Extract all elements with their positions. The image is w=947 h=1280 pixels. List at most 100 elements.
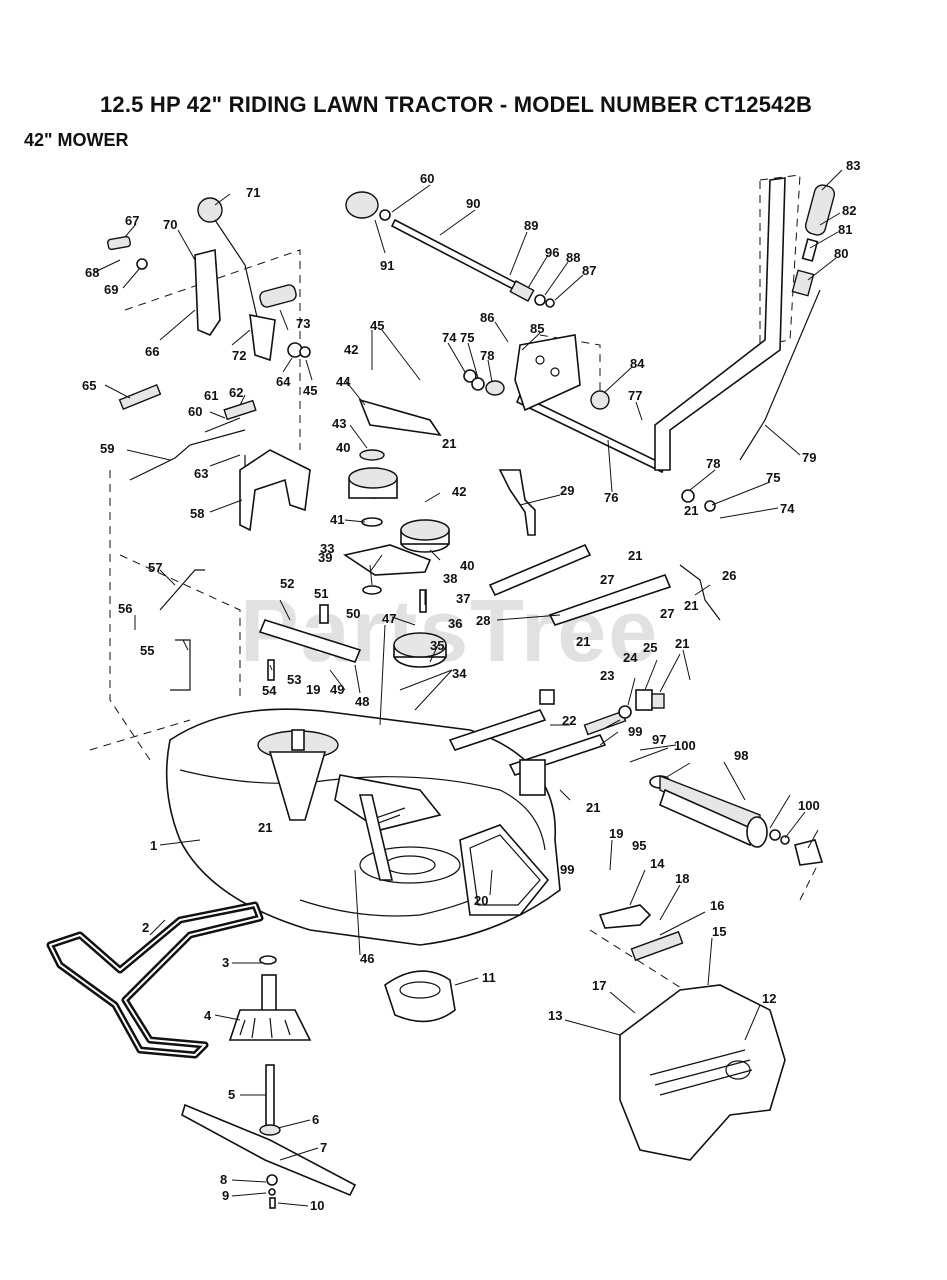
- callout-27a: 27: [600, 572, 614, 587]
- diagram-title: 12.5 HP 42" RIDING LAWN TRACTOR - MODEL …: [100, 92, 813, 117]
- callout-21a: 21: [258, 820, 272, 835]
- lift-arm: [498, 469, 536, 536]
- callout-24: 24: [623, 650, 638, 665]
- callout-56: 56: [118, 601, 132, 616]
- callout-19: 19: [609, 826, 623, 841]
- callout-4: 4: [204, 1008, 212, 1023]
- callout-21g: 21: [684, 503, 698, 518]
- callout-45a: 45: [370, 318, 384, 333]
- callout-68: 68: [85, 265, 99, 280]
- callout-75a: 75: [460, 330, 474, 345]
- callout-71: 71: [246, 185, 260, 200]
- callout-89: 89: [524, 218, 538, 233]
- callout-91: 91: [380, 258, 394, 273]
- callout-8: 8: [220, 1172, 227, 1187]
- spindle-blade-assembly: [181, 955, 357, 1209]
- lift-handle: [654, 177, 836, 471]
- callout-84: 84: [630, 356, 645, 371]
- callout-38: 38: [443, 571, 457, 586]
- belt-guard: [239, 449, 311, 532]
- callout-79: 79: [802, 450, 816, 465]
- callout-27b: 27: [660, 606, 674, 621]
- callout-98a: 100: [674, 738, 696, 753]
- callout-97a: 99: [628, 724, 642, 739]
- callout-5: 5: [228, 1087, 235, 1102]
- callout-6: 6: [312, 1112, 319, 1127]
- height-adjust-rod: [345, 191, 555, 308]
- callout-78b: 78: [706, 456, 720, 471]
- callout-11: 11: [482, 970, 496, 985]
- callout-40a: 40: [336, 440, 350, 455]
- callout-36: 36: [448, 616, 462, 631]
- callout-74a: 74: [442, 330, 457, 345]
- callout-1: 1: [150, 838, 157, 853]
- callout-53: 53: [287, 672, 301, 687]
- callout-42b: 42: [452, 484, 466, 499]
- callout-22: 22: [562, 713, 576, 728]
- drive-rod: [448, 689, 627, 796]
- mower-deck: [165, 708, 561, 946]
- callout-16: 16: [710, 898, 724, 913]
- callout-40b: 40: [460, 558, 474, 573]
- callout-20: 20: [474, 893, 488, 908]
- callout-34: 34: [452, 666, 467, 681]
- callout-86: 86: [480, 310, 494, 325]
- idler-pulleys: [342, 398, 450, 668]
- callout-97b: 99: [560, 862, 574, 877]
- callout-94: 96: [545, 245, 559, 260]
- callout-28: 28: [476, 613, 490, 628]
- callout-90: 90: [466, 196, 480, 211]
- callout-64: 64: [276, 374, 291, 389]
- callout-18: 18: [675, 871, 689, 886]
- callout-9: 9: [222, 1188, 229, 1203]
- callout-21c: 21: [576, 634, 590, 649]
- callout-21b: 21: [586, 800, 600, 815]
- callout-3: 3: [222, 955, 229, 970]
- callout-75b: 75: [766, 470, 780, 485]
- idler-arm: [334, 774, 442, 881]
- callout-23: 23: [600, 668, 614, 683]
- callout-65: 65: [82, 378, 96, 393]
- diagram-subtitle: 42" MOWER: [24, 130, 129, 150]
- callout-7: 7: [320, 1140, 327, 1155]
- callout-19b: 19: [306, 682, 320, 697]
- callout-47: 47: [382, 611, 396, 626]
- callout-69: 69: [104, 282, 118, 297]
- callout-33: 33: [320, 541, 334, 556]
- callout-62: 62: [229, 385, 243, 400]
- callout-37: 37: [456, 591, 470, 606]
- callout-95: 97: [652, 732, 666, 747]
- callout-50: 50: [346, 606, 360, 621]
- idler-bracket: [258, 604, 362, 681]
- callout-labels: 1 2 3 4 5 6 7 8 9 10 11 12 13 14 15 16 1…: [82, 158, 860, 1213]
- callout-48: 48: [355, 694, 369, 709]
- callout-88: 88: [566, 250, 580, 265]
- callout-42a: 42: [344, 342, 358, 357]
- callout-67: 67: [125, 213, 139, 228]
- callout-26: 26: [722, 568, 736, 583]
- callout-21d: 21: [675, 636, 689, 651]
- callout-52: 52: [280, 576, 294, 591]
- lift-link: [159, 569, 205, 691]
- callout-58: 58: [190, 506, 204, 521]
- watermark: PartsTree: [240, 581, 660, 680]
- callout-74b: 74: [780, 501, 795, 516]
- callout-13: 13: [548, 1008, 562, 1023]
- callout-96: 98: [734, 748, 748, 763]
- callout-25: 25: [643, 640, 657, 655]
- callout-92: 95: [632, 838, 646, 853]
- lift-shaft: [463, 334, 716, 512]
- callout-41: 41: [330, 512, 344, 527]
- callout-54: 54: [262, 683, 277, 698]
- gauge-roller: [649, 774, 824, 866]
- linkage-bars: [488, 543, 721, 626]
- mandrel-guard: [384, 970, 456, 1023]
- callout-77: 77: [628, 388, 642, 403]
- callout-57: 57: [148, 560, 162, 575]
- callout-82: 82: [842, 203, 856, 218]
- callout-10: 10: [310, 1198, 324, 1213]
- discharge-chute: [598, 904, 786, 1161]
- callout-80: 80: [834, 246, 848, 261]
- callout-46: 46: [360, 951, 374, 966]
- callout-66: 66: [145, 344, 159, 359]
